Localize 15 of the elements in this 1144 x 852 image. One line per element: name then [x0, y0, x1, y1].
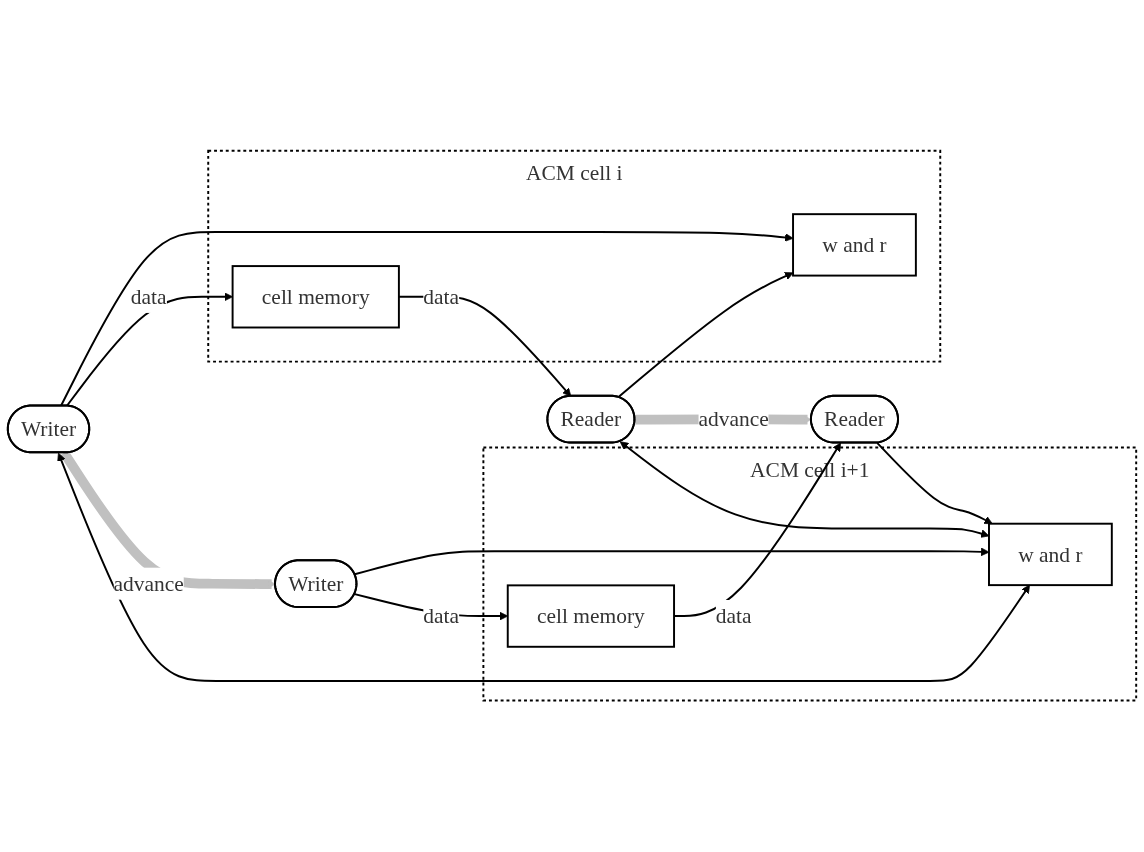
edge-label: data — [423, 285, 460, 310]
node-box: w and r — [988, 523, 1113, 587]
node-box: w and r — [792, 213, 917, 277]
arrow — [57, 453, 1030, 683]
edge-label: advance — [698, 407, 769, 432]
node-box: cell memory — [231, 265, 400, 329]
arrow — [617, 272, 794, 399]
edge-label: advance — [113, 571, 184, 597]
arrow — [59, 231, 794, 408]
edge-label: data — [423, 604, 460, 629]
arrow — [876, 442, 993, 525]
arrow — [65, 292, 233, 408]
edge-label: data — [715, 604, 752, 629]
edge-label: data — [130, 285, 167, 310]
node-box: cell memory — [506, 584, 676, 649]
